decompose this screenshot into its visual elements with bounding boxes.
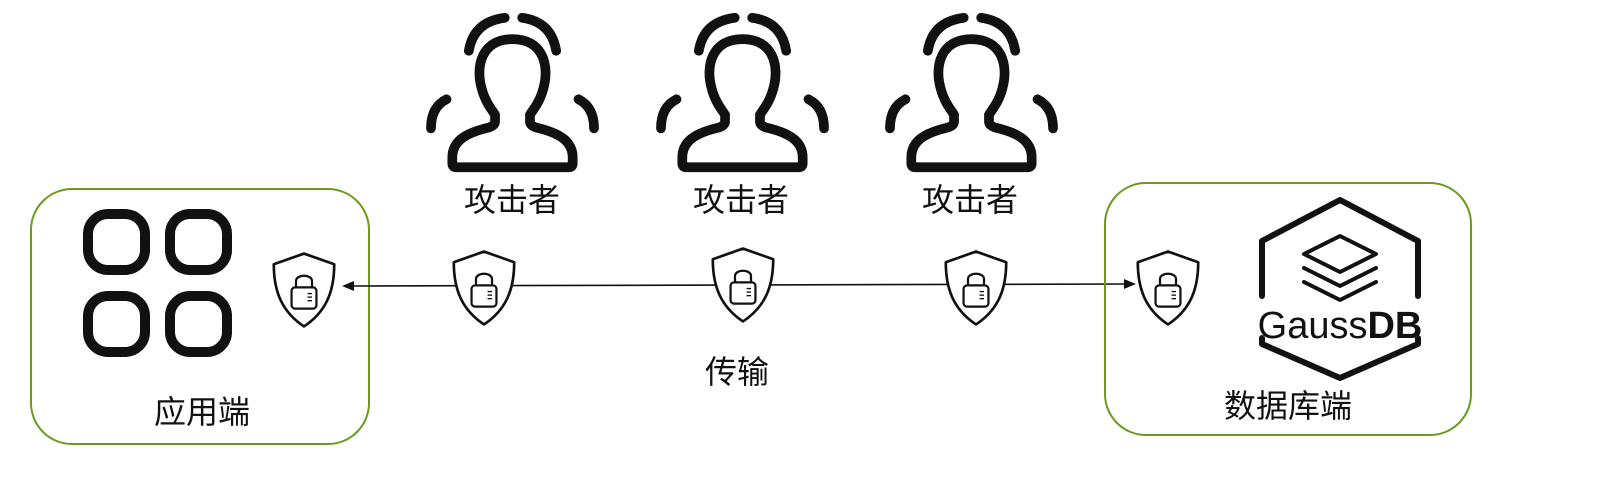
- attacker-label: 攻击者: [692, 181, 790, 219]
- database-label: 数据库端: [1223, 387, 1353, 425]
- gaussdb-logo-text-light: Gauss: [1258, 305, 1368, 347]
- application-box: [30, 188, 370, 445]
- attacker-label: 攻击者: [463, 181, 561, 219]
- application-label: 应用端: [153, 393, 251, 431]
- app-grid-icon: [83, 209, 232, 357]
- database-box: [1104, 182, 1472, 436]
- shield-lock-icon: [268, 250, 340, 330]
- svg-text:GaussDB: GaussDB: [1258, 305, 1423, 347]
- shield-lock-icon: [707, 245, 779, 325]
- shield-lock-icon: [448, 248, 520, 328]
- gaussdb-logo: GaussDB: [1258, 197, 1423, 381]
- gaussdb-logo-text-bold: DB: [1367, 305, 1422, 347]
- attacker-label: 攻击者: [921, 181, 1019, 219]
- transmission-label: 传输: [704, 353, 770, 391]
- shield-lock-icon: [940, 248, 1012, 328]
